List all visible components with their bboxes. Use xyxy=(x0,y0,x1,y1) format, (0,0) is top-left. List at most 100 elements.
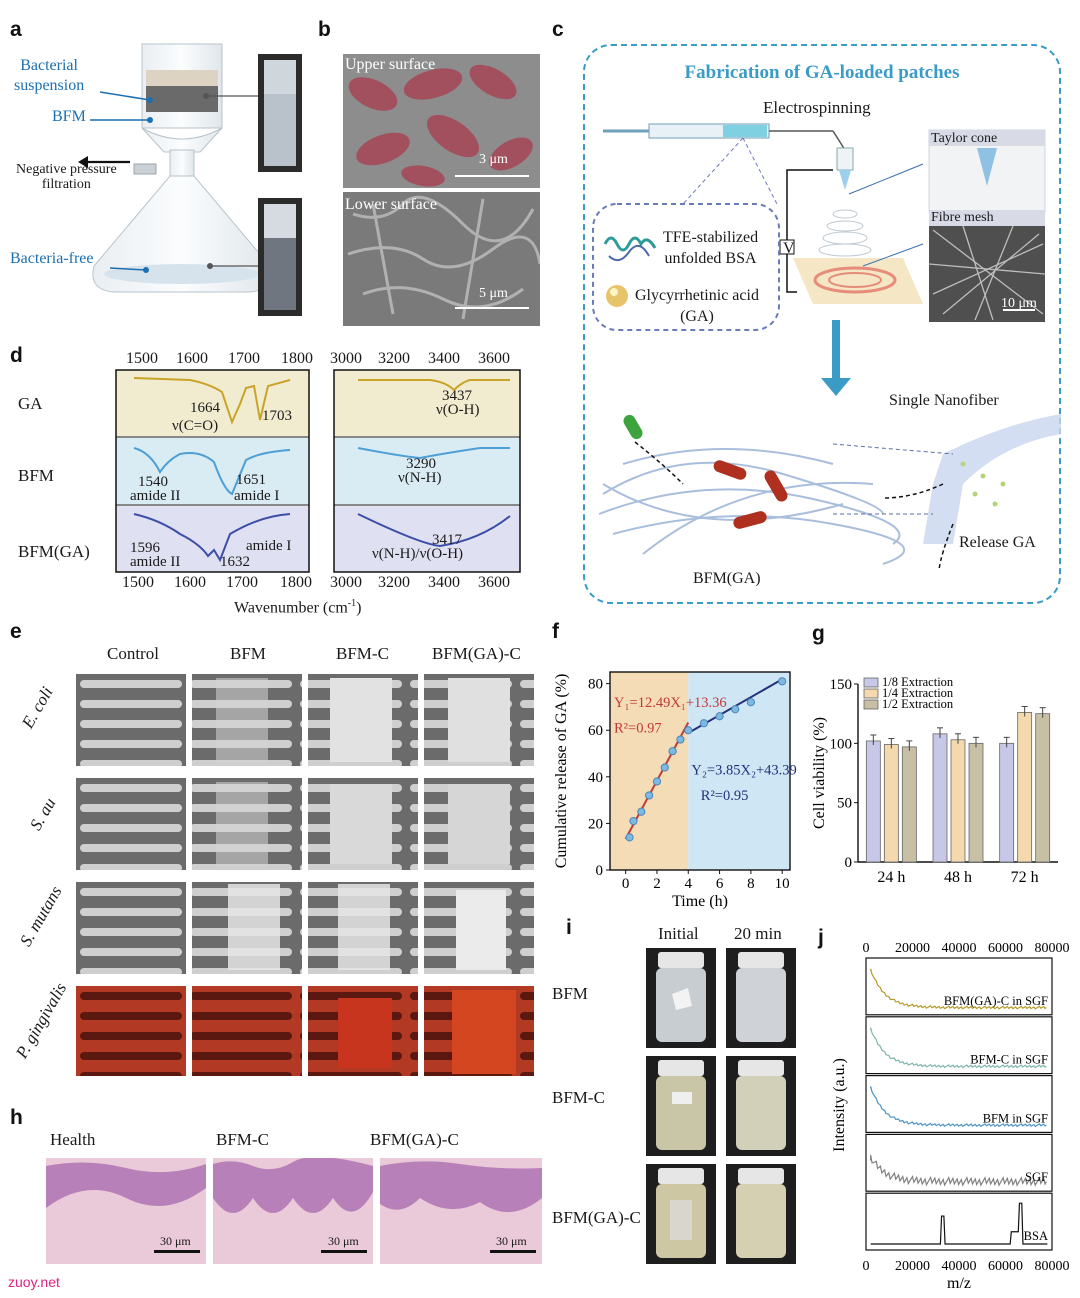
vial-col-initial: Initial xyxy=(658,924,699,943)
spectrum-label: BFM in SGF xyxy=(983,1111,1048,1125)
data-point xyxy=(629,816,638,826)
label-bfm-ga: BFM(GA) xyxy=(693,570,761,587)
x-tick-label-top: 60000 xyxy=(988,941,1023,956)
spectrum-label: BFM-C in SGF xyxy=(970,1053,1048,1067)
scale-bar-lower: 5 μm xyxy=(479,286,508,301)
data-point xyxy=(699,719,709,728)
peak-label: 3437 xyxy=(442,388,472,404)
data-point xyxy=(746,698,755,707)
data-point xyxy=(660,763,669,772)
legend-entry: 1/2 Extraction xyxy=(882,697,954,711)
chart-mass-spec: 0020000200004000040000600006000080000800… xyxy=(831,941,1070,1292)
peak-label: ν(C=O) xyxy=(172,418,219,434)
panel-c: Fabrication of GA-loaded patches Electro… xyxy=(583,44,1061,604)
chart-region xyxy=(610,672,689,870)
ftir-row-bfm: BFM xyxy=(18,466,54,485)
data-point xyxy=(731,705,740,714)
histo-scale-1: 30 μm xyxy=(160,1234,191,1248)
peak-label: 1651 xyxy=(236,472,266,488)
sem-images xyxy=(343,54,542,326)
ftir-bottom-tick: 1700 xyxy=(226,574,258,591)
vial-photos xyxy=(646,948,796,1264)
x-tick-label: 80000 xyxy=(1035,1259,1070,1274)
label-lower-surface: Lower surface xyxy=(345,196,437,213)
legend-entry: 1/4 Extraction xyxy=(882,686,954,700)
panel-c-frame xyxy=(583,44,1061,604)
histo-scale-3: 30 μm xyxy=(496,1234,527,1248)
ftir-top-tick: 3200 xyxy=(378,350,410,367)
panel-label-i: i xyxy=(566,916,572,939)
bar xyxy=(932,733,948,863)
spectrum-line xyxy=(870,1202,1048,1245)
peak-label: 1703 xyxy=(262,408,292,424)
label-tfe-bsa: TFE-stabilized unfolded BSA xyxy=(663,229,759,267)
spectrum-label: BSA xyxy=(1024,1229,1048,1243)
y-tick-label: 100 xyxy=(830,736,853,752)
x-tick-label: 8 xyxy=(747,876,755,892)
panel-b: Upper surface Lower surface 3 μm 5 μm xyxy=(343,54,542,326)
spectrum-panel xyxy=(865,1192,1053,1251)
y-axis-label: Cell viability (%) xyxy=(811,717,828,829)
vial-row-bfm-ga-c: BFM(GA)-C xyxy=(552,1208,641,1227)
ftir-bottom-tick: 1500 xyxy=(122,574,154,591)
legend-swatch xyxy=(863,677,879,688)
y-tick-label: 40 xyxy=(588,770,603,786)
vial-col-20min: 20 min xyxy=(734,924,782,943)
panel-d: 1500 1600 1700 1800 3000 3200 3400 3600 … xyxy=(0,344,560,620)
label-negative-pressure: Negative pressure filtration xyxy=(16,162,117,192)
peak-label: amide II xyxy=(130,554,181,570)
bar xyxy=(883,744,899,863)
peak-label: amide I xyxy=(234,488,280,504)
x-tick-label: 20000 xyxy=(895,1259,930,1274)
plate-col-bfm: BFM xyxy=(230,644,266,663)
y-tick-label: 60 xyxy=(588,723,603,739)
x-tick-label-top: 20000 xyxy=(895,941,930,956)
ftir-row-ga: GA xyxy=(18,394,43,413)
peak-label: 1632 xyxy=(220,554,250,570)
ftir-top-tick: 1700 xyxy=(228,350,260,367)
ftir-bottom-tick: 1800 xyxy=(280,574,312,591)
spectrum-line xyxy=(870,968,1047,1010)
filtration-apparatus-illustration xyxy=(78,43,302,316)
y-tick-label: 0 xyxy=(845,855,853,871)
scale-bar-upper: 3 μm xyxy=(479,152,508,167)
panel-i: Initial 20 min BFM BFM-C BFM(GA)-C xyxy=(548,922,808,1272)
ftir-bottom-tick: 3200 xyxy=(378,574,410,591)
peak-label: ν(N-H) xyxy=(398,470,442,486)
y-tick-label: 150 xyxy=(830,677,853,693)
ftir-top-tick: 1600 xyxy=(176,350,208,367)
data-point xyxy=(645,791,654,800)
electrospinning-illustration xyxy=(592,123,1061,571)
plate-col-bfm-ga-c: BFM(GA)-C xyxy=(432,644,521,663)
spectrum-panel xyxy=(865,1133,1053,1192)
vial-row-bfm: BFM xyxy=(552,984,588,1003)
peak-label: ν(O-H) xyxy=(436,402,480,418)
label-bfm: BFM xyxy=(52,108,86,125)
spectrum-panel xyxy=(865,1075,1053,1134)
fit2-equation: Y₂=3.85X₂+43.39 xyxy=(691,762,796,778)
data-point xyxy=(637,807,646,816)
x-tick-label: 0 xyxy=(863,1259,870,1274)
bar xyxy=(999,742,1015,863)
ftir-bottom-tick: 3600 xyxy=(478,574,510,591)
panel-label-f: f xyxy=(552,620,559,643)
histo-col-health: Health xyxy=(50,1130,96,1149)
fit1-r2: R²=0.97 xyxy=(614,721,662,737)
peak-label: 1596 xyxy=(130,540,160,556)
x-tick-label: 24 h xyxy=(877,869,905,886)
peak-label: 1540 xyxy=(138,474,168,490)
x-tick-label: 60000 xyxy=(988,1259,1023,1274)
panel-label-g: g xyxy=(812,622,825,645)
label-taylor-cone: Taylor cone xyxy=(931,131,998,146)
panel-label-b: b xyxy=(318,18,331,41)
plate-row-s-mutans: S. mutans xyxy=(16,882,66,950)
ftir-top-tick: 1800 xyxy=(281,350,313,367)
panel-label-c: c xyxy=(552,18,564,41)
spectrum-label: BFM(GA)-C in SGF xyxy=(944,994,1048,1008)
data-point xyxy=(684,726,693,735)
x-tick-label: 72 h xyxy=(1011,869,1039,886)
x-tick-label-top: 0 xyxy=(863,941,870,956)
